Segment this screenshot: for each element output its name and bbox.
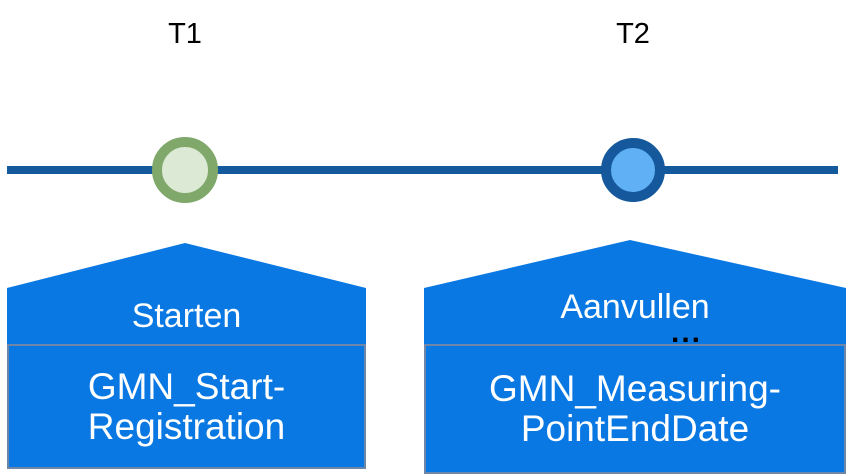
timeline-marker-t1[interactable] <box>152 137 218 203</box>
event-banner-ellipsis-supplement: ... <box>671 316 703 349</box>
pentagon-banner-shape-supplement <box>424 240 846 345</box>
timeline-tick-label-t2: T2 <box>616 18 650 50</box>
event-banner-supplement[interactable]: Aanvullen ... <box>424 240 846 349</box>
event-banner-start[interactable]: Starten <box>7 243 366 345</box>
event-message-text-supplement: GMN_Measuring-PointEndDate <box>489 368 781 449</box>
event-banner-label-start: Starten <box>131 297 242 335</box>
timeline-axis-line <box>7 166 838 174</box>
timeline-tick-label-t1: T1 <box>168 18 202 50</box>
pentagon-banner-shape-start <box>7 243 366 345</box>
event-group-supplement: Aanvullen ... GMN_Measuring-PointEndDate <box>424 240 846 474</box>
timeline-marker-t2[interactable] <box>601 138 665 202</box>
event-message-box-start[interactable]: GMN_Start-Registration <box>7 344 366 469</box>
event-message-box-supplement[interactable]: GMN_Measuring-PointEndDate <box>424 344 846 474</box>
event-banner-label-supplement: Aanvullen <box>560 288 710 326</box>
event-group-start: Starten GMN_Start-Registration <box>7 243 366 469</box>
event-message-text-start: GMN_Start-Registration <box>87 365 286 447</box>
